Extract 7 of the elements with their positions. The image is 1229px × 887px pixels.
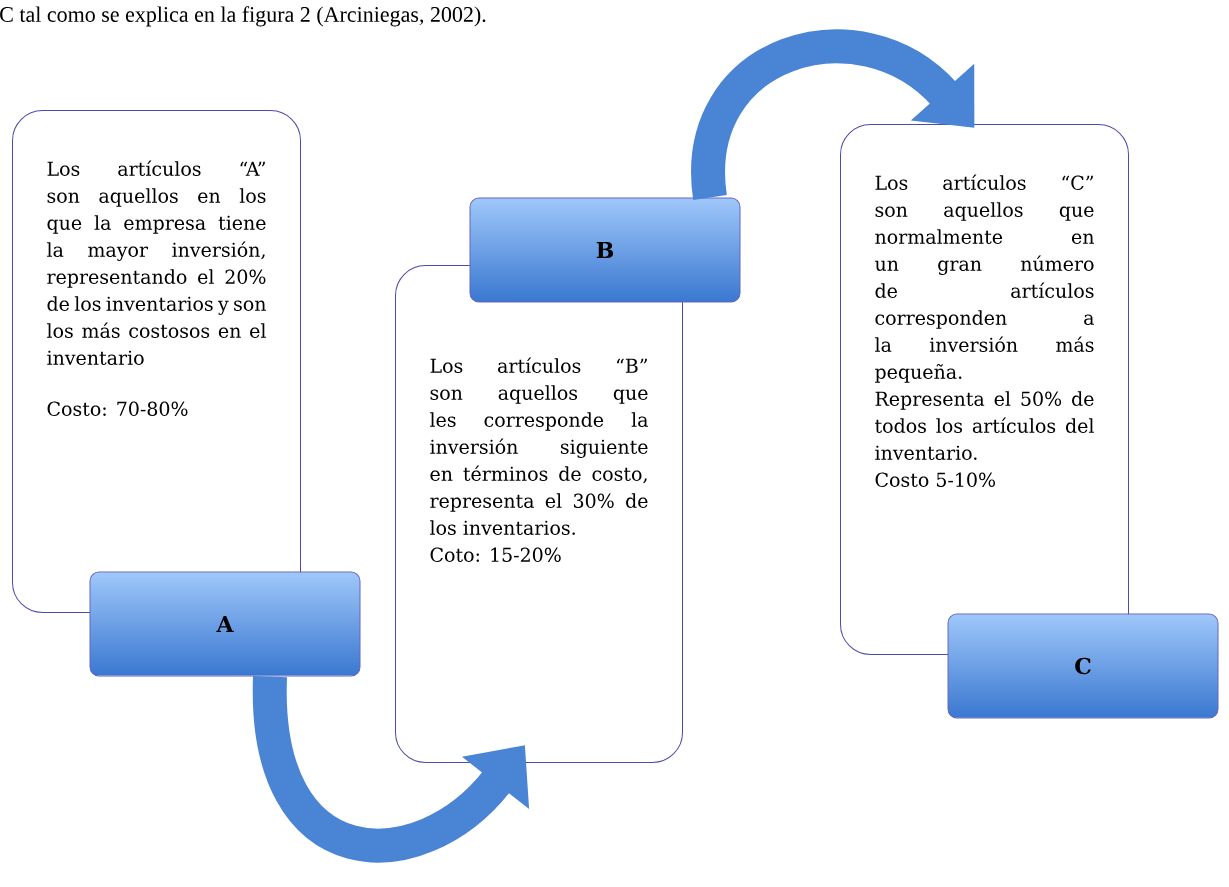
category-box: B (469, 197, 741, 303)
text-panel: Los artículos “B” son aquellos que les corresponde la inversión siguiente en términos de costo, representa el 30% de los inventarios. Coto: 15-20% (395, 265, 683, 763)
category-box: A (89, 571, 361, 677)
text-panel: Los artículos “A” son aquellos en los que la empresa tiene la mayor inversión, representando el 20% de los inventarios y son los más costosos en el inventario Costo: 70-80% (12, 110, 301, 613)
body-text: C tal como se explica en la figura 2 (Arciniegas, 2002). (0, 6, 486, 27)
category-box: C (947, 613, 1219, 719)
text-panel: Los artículos “C” son aquellos que normalmente en un gran número de artículos corresponden a la inversión más pequeña. Representa el 50% de todos los artículos del inventario. Costo 5-10% (840, 124, 1129, 655)
